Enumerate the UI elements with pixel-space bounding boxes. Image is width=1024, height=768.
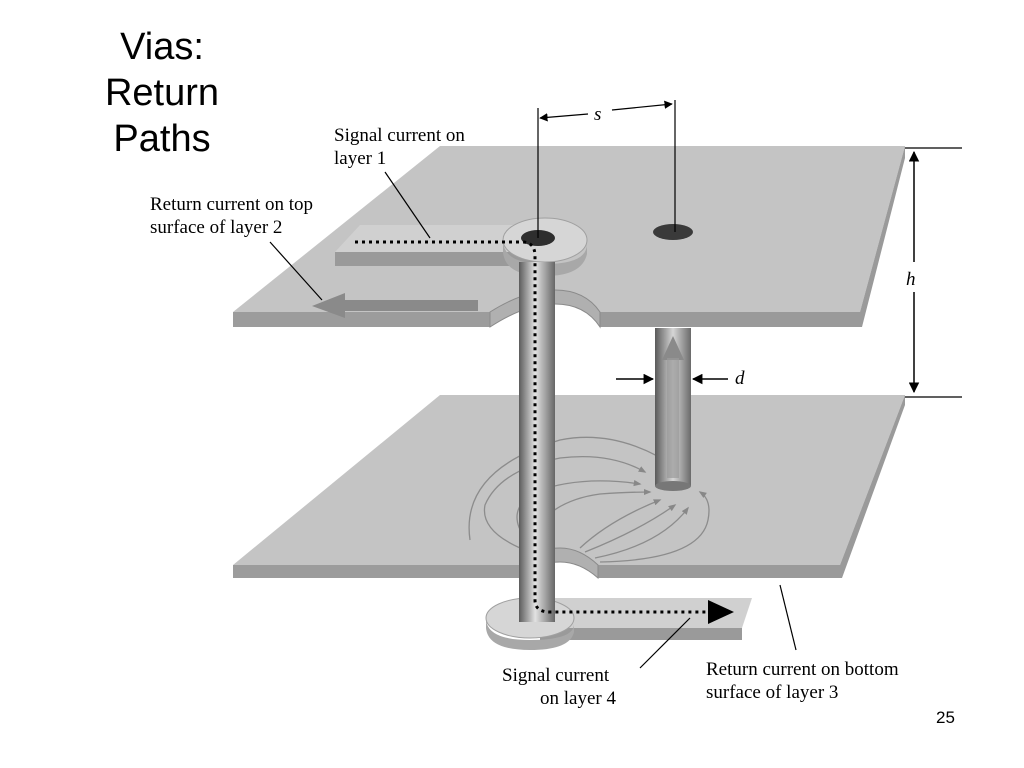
label-return-layer-2-line-1: Return current on top: [150, 194, 313, 215]
label-signal-layer-1-line-2: layer 1: [334, 148, 386, 169]
dimension-s: s: [537, 100, 676, 238]
page-number: 25: [936, 708, 955, 727]
callout-return-layer-2: Return current on top surface of layer 2: [150, 194, 323, 301]
label-signal-layer-1-line-1: Signal current on: [334, 125, 465, 146]
label-h: h: [906, 269, 916, 290]
label-signal-layer-4-line-2: on layer 4: [540, 688, 616, 709]
callout-signal-layer-4: Signal current on layer 4: [502, 617, 691, 709]
return-via-top-hole: [653, 224, 693, 240]
slide-title: Vias: Return Paths: [62, 24, 262, 162]
pad-layer-4-edge: [486, 618, 574, 650]
trace-layer-1-edge: [335, 252, 540, 266]
title-line-1: Vias:: [120, 26, 204, 68]
plane-layer-3-edge-left: [233, 565, 520, 578]
title-line-2: Return: [104, 72, 220, 114]
signal-current-arrowhead: [708, 600, 734, 624]
plane-layer-3-top: [233, 395, 905, 565]
callout-return-layer-3: Return current on bottom surface of laye…: [706, 584, 899, 703]
callout-signal-layer-1: Signal current on layer 1: [334, 125, 465, 239]
dimension-h: h: [905, 147, 962, 398]
return-current-arrow-layer-2: [312, 293, 478, 318]
label-return-layer-3-line-2: surface of layer 3: [706, 682, 838, 703]
trace-layer-4-edge: [540, 628, 742, 640]
signal-current-path: [355, 240, 710, 614]
label-return-layer-2-line-2: surface of layer 2: [150, 217, 282, 238]
return-via: [655, 328, 691, 491]
trace-layer-1-top: [335, 225, 540, 252]
label-signal-layer-4-line-1: Signal current: [502, 665, 610, 686]
label-return-layer-3-line-1: Return current on bottom: [706, 659, 899, 680]
return-via-arrow: [662, 336, 684, 360]
trace-layer-1: [335, 217, 588, 276]
return-via-arrow-shaft: [667, 358, 679, 478]
plane-layer-3: [233, 395, 905, 580]
label-d: d: [735, 368, 745, 389]
plane-layer-2-edge-left: [233, 312, 490, 327]
label-s: s: [594, 104, 601, 125]
signal-via-barrel: [519, 262, 555, 622]
trace-layer-4-top: [540, 598, 752, 628]
return-via-bottom: [655, 481, 691, 491]
title-line-3: Paths: [113, 118, 211, 160]
dimension-d: d: [616, 368, 745, 389]
